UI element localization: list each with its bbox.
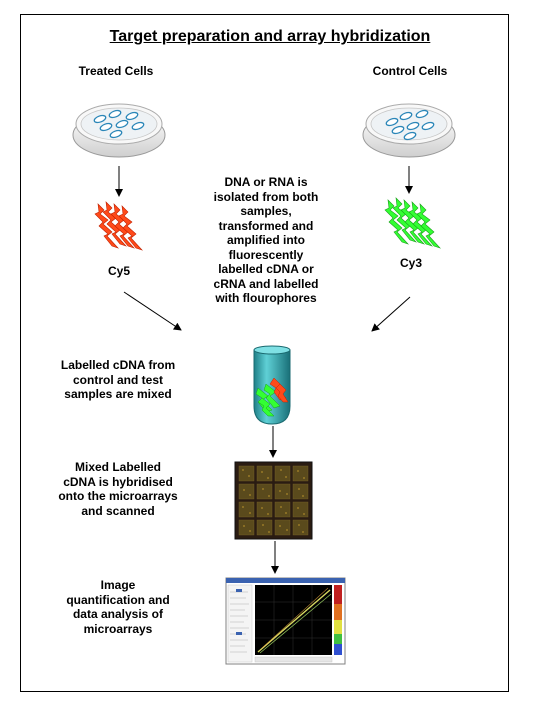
mixing-tube-icon (253, 345, 291, 425)
cy3-label: Cy3 (399, 256, 422, 270)
cy3-to-tube-arrow (371, 296, 411, 332)
hybridisation-note: Mixed Labelled cDNA is hybridised onto t… (58, 460, 178, 518)
diagram-title: Target preparation and array hybridizati… (109, 28, 431, 45)
mixing-note: Labelled cDNA from control and test samp… (60, 358, 176, 401)
cy3-strands-icon (384, 197, 442, 249)
treated-petri-dish-icon (72, 103, 166, 158)
cy5-strands-icon (94, 201, 144, 251)
figure-frame (20, 14, 509, 692)
control-cells-label: Control Cells (372, 64, 448, 78)
treated-cells-label: Treated Cells (78, 64, 154, 78)
cy5-label: Cy5 (107, 264, 130, 278)
cy5-to-tube-arrow (123, 291, 182, 331)
microarray-chip-icon (234, 461, 313, 540)
analysis-note: Image quantification and data analysis o… (66, 578, 170, 636)
analysis-software-icon (225, 577, 346, 665)
isolation-note: DNA or RNA is isolated from both samples… (213, 175, 319, 305)
control-petri-dish-icon (362, 103, 456, 158)
